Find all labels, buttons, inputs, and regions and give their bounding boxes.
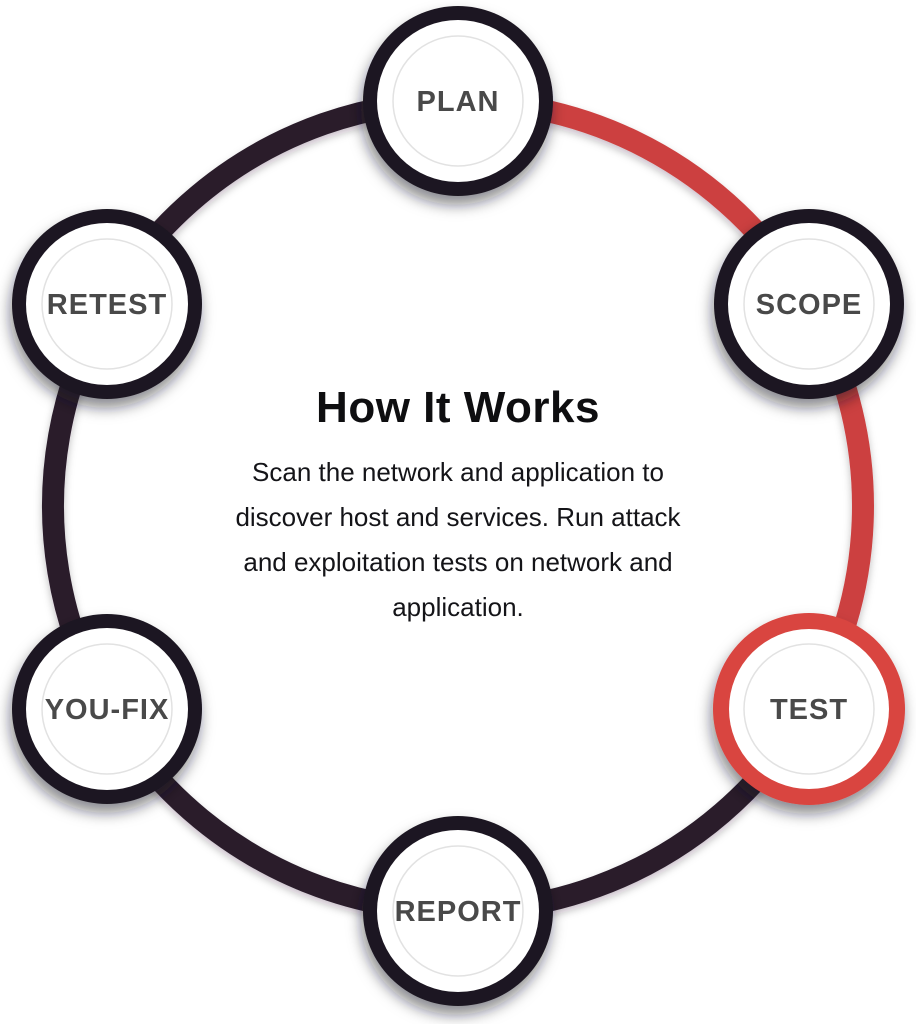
center-copy: How It Works Scan the network and applic… [148, 383, 768, 630]
step-description: Scan the network and application to disc… [148, 450, 768, 630]
node-face [26, 628, 188, 790]
step-description-line: discover host and services. Run attack [235, 501, 681, 532]
node-inner-ring [743, 238, 875, 370]
step-label-report: REPORT [395, 896, 522, 928]
node-face [377, 830, 539, 992]
node-inner-ring [392, 845, 524, 977]
step-label-plan: PLAN [417, 86, 500, 118]
step-label-retest: RETEST [47, 289, 167, 321]
node-face [26, 223, 188, 385]
step-node-retest[interactable]: RETEST [12, 209, 202, 399]
node-face [728, 223, 890, 385]
node-face [729, 629, 889, 789]
node-inner-ring [392, 35, 524, 167]
step-node-you-fix[interactable]: YOU-FIX [12, 614, 202, 804]
node-inner-ring [743, 643, 875, 775]
step-node-test[interactable]: TEST [713, 613, 905, 805]
step-label-you-fix: YOU-FIX [45, 694, 170, 726]
node-face [377, 20, 539, 182]
node-inner-ring [41, 238, 173, 370]
step-description-line: Scan the network and application to [252, 456, 664, 487]
step-node-plan[interactable]: PLAN [363, 6, 553, 196]
section-title: How It Works [316, 383, 600, 432]
step-label-scope: SCOPE [756, 289, 863, 321]
step-label-test: TEST [770, 694, 848, 726]
step-node-report[interactable]: REPORT [363, 816, 553, 1006]
node-inner-ring [41, 643, 173, 775]
step-node-scope[interactable]: SCOPE [714, 209, 904, 399]
step-description-line: application. [392, 591, 524, 622]
step-description-line: and exploitation tests on network and [243, 546, 673, 577]
